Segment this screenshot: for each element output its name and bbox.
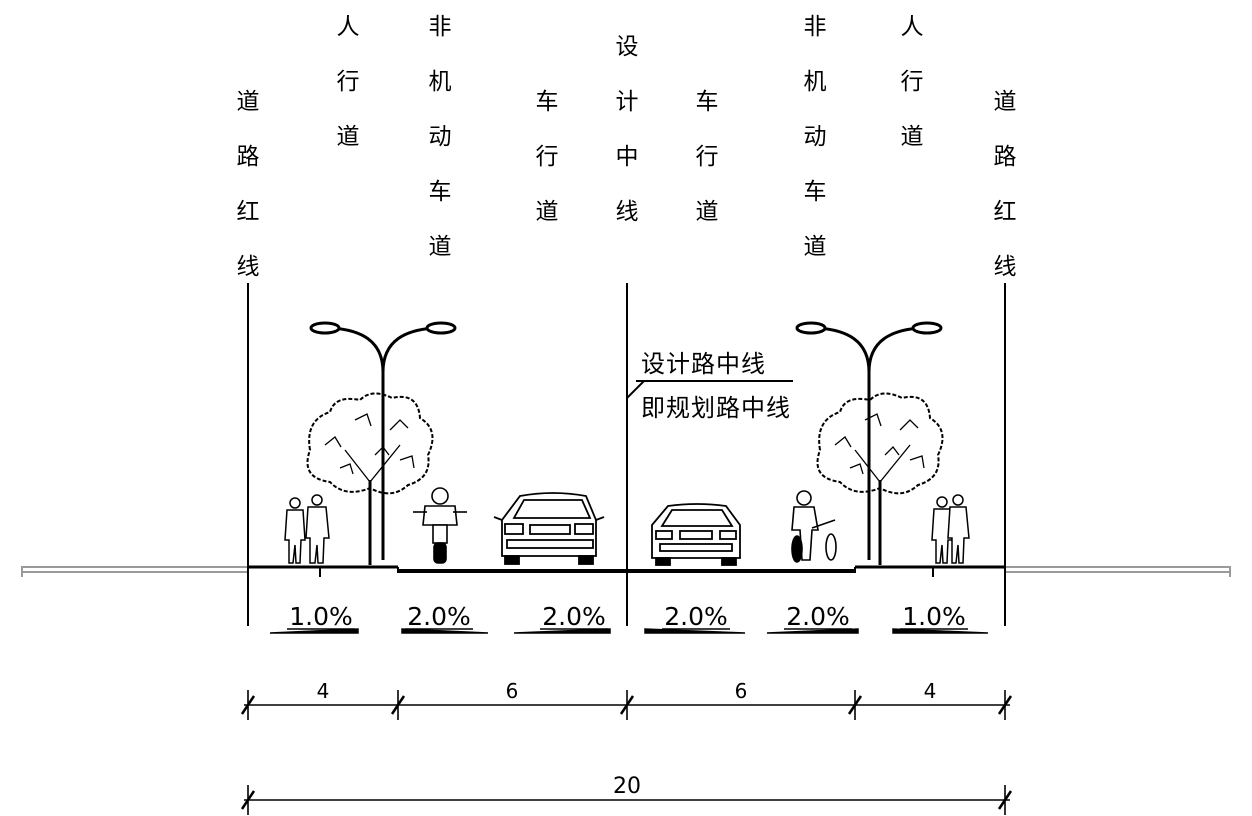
label-char: 红	[236, 199, 260, 225]
label-red-line-right: 道路红线	[990, 75, 1020, 295]
slope-label-2: 2.0%	[407, 602, 471, 631]
label-char: 机	[428, 69, 452, 95]
label-char: 动	[803, 124, 827, 150]
label-red-line-left: 道路红线	[233, 75, 263, 295]
label-char: 道	[236, 89, 260, 115]
label-char: 线	[993, 254, 1017, 280]
centerline-note-leader	[626, 380, 793, 399]
label-char: 动	[428, 124, 452, 150]
dimension-line-segments	[240, 690, 1013, 720]
slope-label-6: 1.0%	[902, 602, 966, 631]
tree-icon	[816, 392, 944, 565]
label-char: 人	[900, 14, 924, 40]
label-char: 线	[615, 199, 639, 225]
slope-label-3: 2.0%	[542, 602, 606, 631]
pedestrian-icon	[284, 494, 330, 564]
label-char: 车	[803, 179, 827, 205]
label-char: 道	[803, 234, 827, 260]
dimension-label-carriageway-right: 6	[735, 679, 748, 703]
dimension-label-total: 20	[613, 774, 641, 799]
label-char: 道	[336, 124, 360, 150]
label-char: 行	[336, 69, 360, 95]
label-char: 路	[993, 144, 1017, 170]
dimension-label-carriageway-left: 6	[506, 679, 519, 703]
centerline-note-line2: 即规划路中线	[641, 394, 791, 422]
label-char: 路	[236, 144, 260, 170]
centerline-note-line1: 设计路中线	[641, 350, 766, 378]
dimension-line-total	[240, 785, 1013, 815]
label-char: 行	[695, 144, 719, 170]
label-char: 道	[900, 124, 924, 150]
motorcycle-icon	[413, 487, 467, 564]
label-char: 车	[535, 89, 559, 115]
label-char: 道	[993, 89, 1017, 115]
label-sidewalk-right: 人行道	[897, 0, 927, 165]
ground-extension-right	[1005, 566, 1231, 577]
cyclist-icon	[791, 490, 837, 563]
street-lamp-icon	[795, 321, 943, 560]
label-char: 道	[428, 234, 452, 260]
label-char: 道	[535, 199, 559, 225]
slope-label-4: 2.0%	[664, 602, 728, 631]
label-char: 人	[336, 14, 360, 40]
label-char: 设	[615, 34, 639, 60]
label-char: 车	[428, 179, 452, 205]
label-char: 车	[695, 89, 719, 115]
label-char: 红	[993, 199, 1017, 225]
dimension-label-sidewalk-right: 4	[924, 679, 937, 703]
label-centerline: 设计中线	[612, 20, 642, 240]
slope-label-5: 2.0%	[786, 602, 850, 631]
label-char: 道	[695, 199, 719, 225]
label-carriageway-left: 车行道	[532, 75, 562, 240]
pedestrian-icon	[931, 494, 970, 564]
label-char: 行	[900, 69, 924, 95]
dimension-label-sidewalk-left: 4	[317, 679, 330, 703]
label-char: 非	[428, 14, 452, 40]
car-icon	[493, 492, 605, 565]
label-char: 中	[615, 144, 639, 170]
ground-extension-left	[21, 566, 248, 577]
label-char: 计	[615, 89, 639, 115]
slope-label-1: 1.0%	[289, 602, 353, 631]
label-char: 行	[535, 144, 559, 170]
label-sidewalk-left: 人行道	[333, 0, 363, 165]
label-char: 非	[803, 14, 827, 40]
label-char: 线	[236, 254, 260, 280]
label-char: 机	[803, 69, 827, 95]
label-carriageway-right: 车行道	[692, 75, 722, 240]
label-bike-lane-left: 非机动车道	[425, 0, 455, 275]
slope-arrows	[269, 628, 989, 634]
tree-icon	[306, 392, 434, 565]
car-icon	[651, 503, 741, 566]
label-bike-lane-right: 非机动车道	[800, 0, 830, 275]
